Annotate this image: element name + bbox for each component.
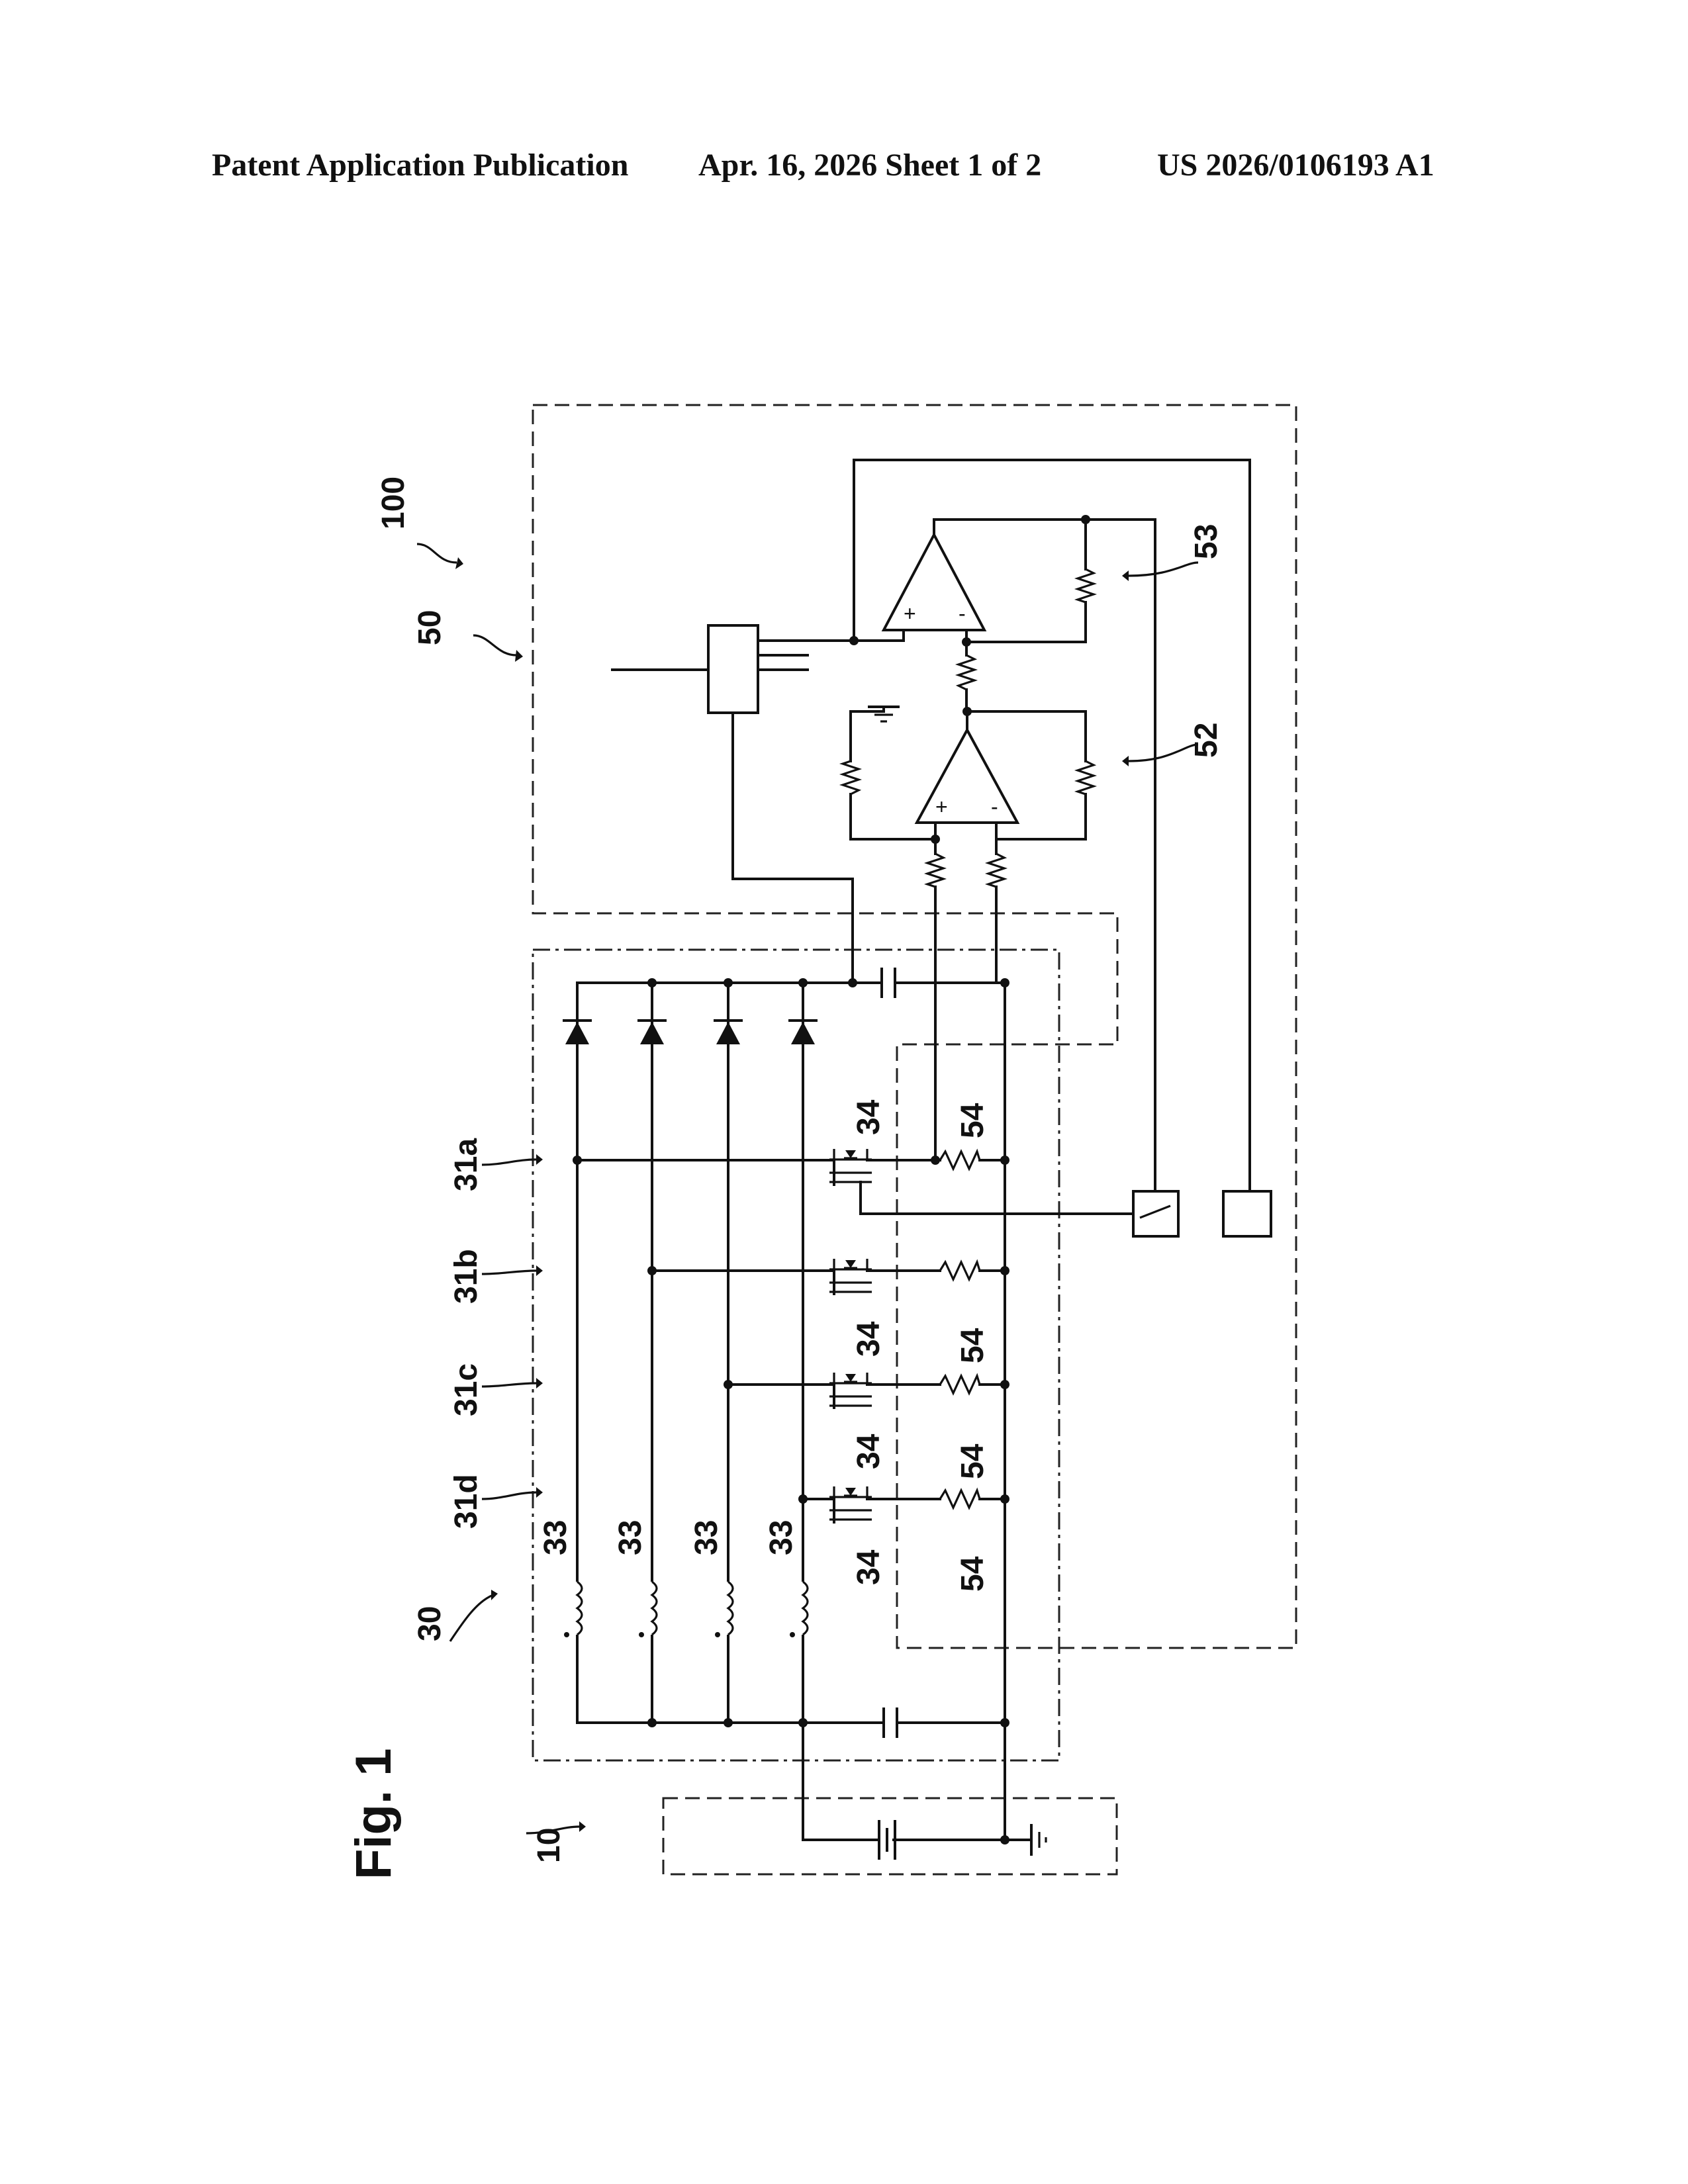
svg-text:-: - (991, 795, 998, 819)
label-53: 53 (1189, 524, 1224, 559)
label-34-c: 34 (851, 1433, 886, 1469)
label-31d: 31d (449, 1474, 484, 1529)
label-54-d: 54 (955, 1556, 990, 1592)
label-34-a: 34 (851, 1099, 886, 1135)
block-50-boundary (533, 405, 1296, 1648)
label-34-d: 34 (851, 1549, 886, 1585)
label-54-a: 54 (955, 1103, 990, 1138)
label-10: 10 (532, 1828, 567, 1863)
gate-drive-line (861, 1182, 1133, 1214)
figure-title: Fig. 1 (346, 1749, 402, 1880)
svg-text:-: - (959, 602, 966, 625)
diode-symbols (564, 1009, 816, 1056)
junction-dots (573, 515, 1090, 1844)
label-100: 100 (376, 477, 411, 529)
microcontroller-pins (612, 641, 854, 983)
microcontroller (708, 625, 758, 713)
label-34-b: 34 (851, 1321, 886, 1357)
coupling-resistor (959, 642, 974, 711)
label-31a: 31a (449, 1138, 484, 1191)
opamp-53: + - (854, 460, 1250, 1191)
block-10-boundary (663, 1798, 1117, 1874)
label-33-b: 33 (613, 1520, 648, 1555)
inductor-symbols (564, 1582, 810, 1637)
label-33-c: 33 (689, 1520, 724, 1555)
leader-arrows (417, 544, 1198, 1833)
label-33-d: 33 (764, 1520, 799, 1555)
svg-text:+: + (935, 795, 948, 819)
phase-wires (577, 983, 803, 1840)
label-52: 52 (1189, 723, 1224, 758)
label-54-c: 54 (955, 1443, 990, 1479)
opamp-52: + - (843, 707, 1094, 1160)
label-31b: 31b (449, 1249, 484, 1304)
control-box (1223, 1191, 1271, 1236)
label-54-b: 54 (955, 1328, 990, 1363)
label-33-a: 33 (538, 1520, 573, 1555)
svg-text:+: + (904, 602, 916, 625)
label-31c: 31c (449, 1363, 484, 1416)
label-30: 30 (412, 1606, 447, 1641)
label-50: 50 (412, 610, 447, 645)
switch-element (1133, 1191, 1178, 1236)
